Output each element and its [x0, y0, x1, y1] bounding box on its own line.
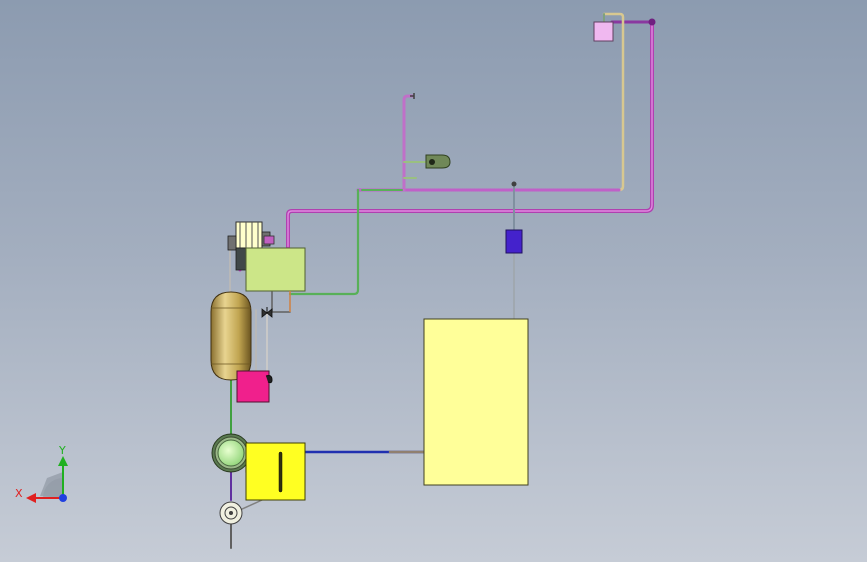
- magenta-unit-box[interactable]: [236, 370, 270, 403]
- motor-assembly[interactable]: [227, 221, 275, 271]
- green-return-pipe: [288, 188, 360, 296]
- pipe-network: [229, 12, 656, 549]
- vent-cap-fitting[interactable]: [425, 154, 451, 169]
- blue-control-valve[interactable]: [505, 229, 523, 254]
- circulation-pump[interactable]: [211, 433, 251, 473]
- vent-riser-pipe: [402, 94, 414, 192]
- heat-exchanger-box[interactable]: [245, 442, 306, 501]
- coordinate-triad-icon: X Y: [15, 444, 68, 503]
- main-header-pipe: [286, 20, 654, 250]
- bottom-pump[interactable]: [219, 501, 243, 525]
- pressure-vessel[interactable]: [210, 291, 252, 381]
- x-axis-label: X: [15, 487, 23, 500]
- y-axis-label: Y: [58, 444, 66, 457]
- control-unit-box[interactable]: [245, 247, 306, 292]
- storage-tank[interactable]: [423, 318, 529, 486]
- top-elbow-node: [648, 18, 656, 26]
- top-pink-box[interactable]: [593, 21, 614, 42]
- z-axis-dot: [59, 494, 67, 502]
- drain-valve[interactable]: [261, 307, 273, 318]
